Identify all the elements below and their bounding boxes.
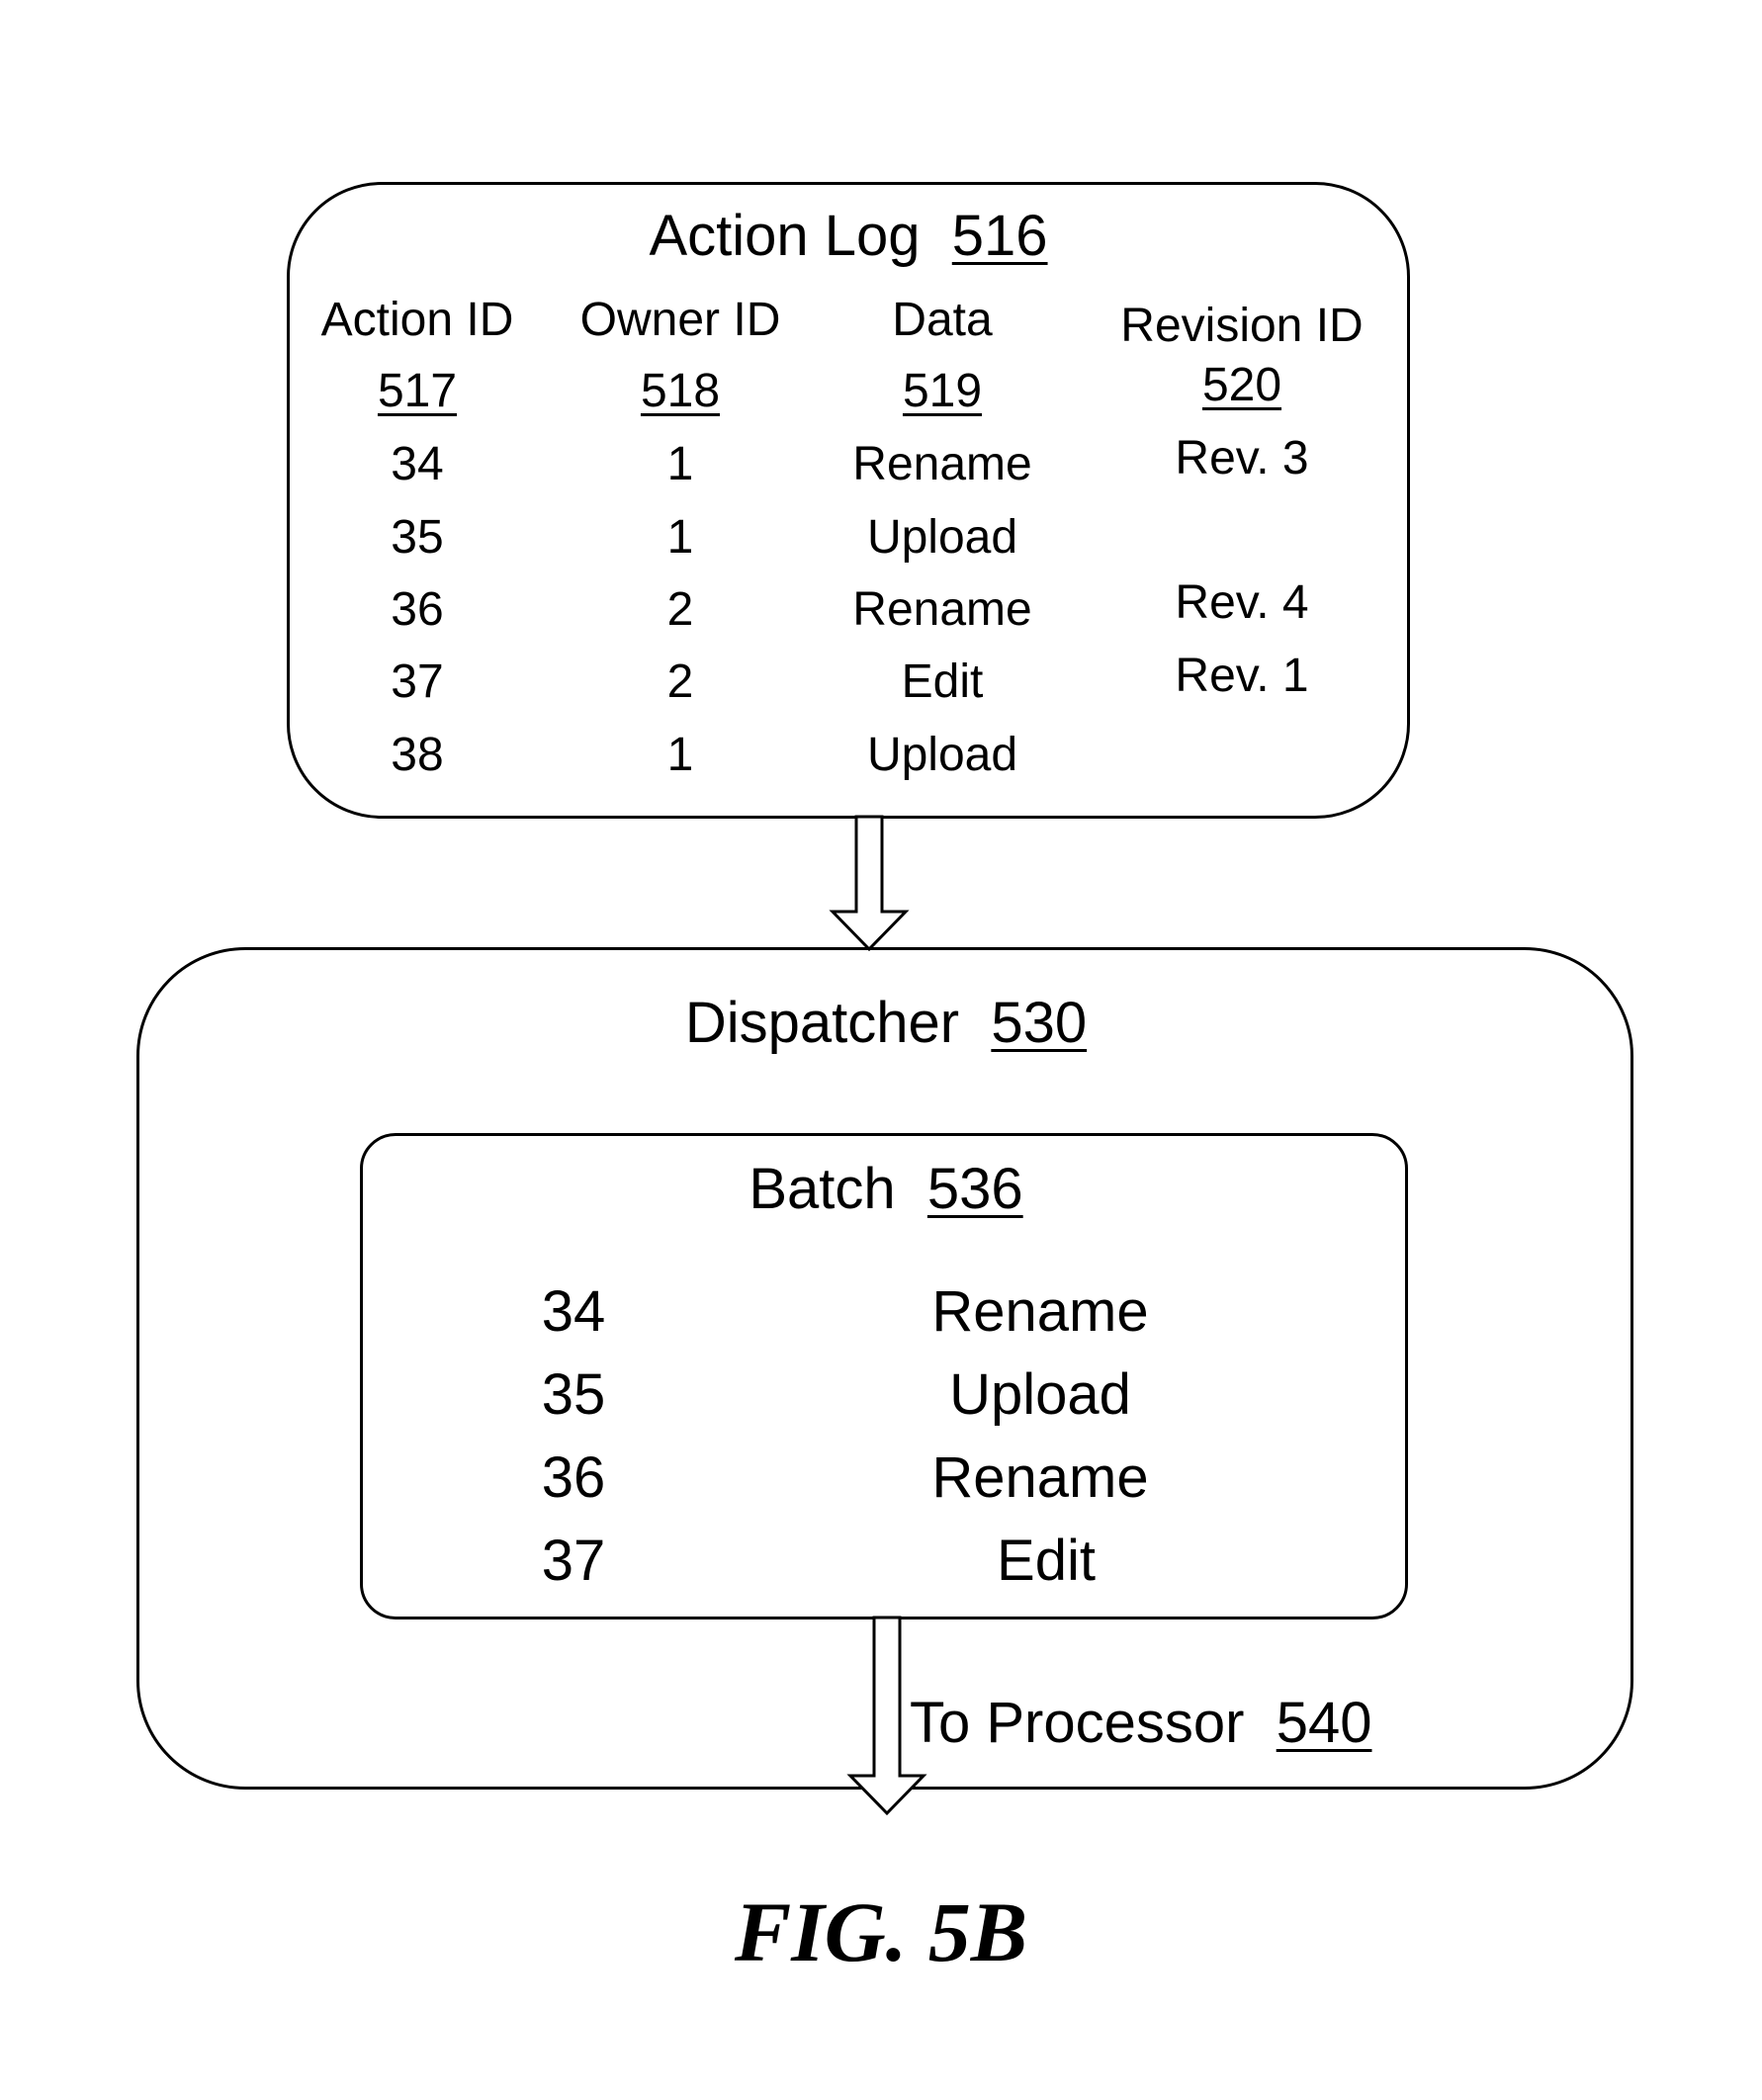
col-ref-owner-id: 518 bbox=[641, 368, 720, 415]
output-ref: 540 bbox=[1277, 1691, 1372, 1755]
action-log-ref: 516 bbox=[952, 204, 1048, 268]
dispatcher-title-text: Dispatcher bbox=[685, 991, 959, 1055]
output-label-text: To Processor bbox=[910, 1691, 1244, 1755]
col-header-action-id: Action ID bbox=[321, 297, 514, 344]
cell-action-id: 34 bbox=[391, 441, 443, 488]
cell-action-id: 38 bbox=[391, 732, 443, 779]
batch-cell-action-id: 37 bbox=[542, 1532, 606, 1590]
batch-cell-data: Edit bbox=[997, 1532, 1096, 1590]
cell-revision: Rev. 1 bbox=[1175, 653, 1308, 700]
batch-cell-data: Rename bbox=[931, 1283, 1148, 1341]
cell-revision: Rev. 4 bbox=[1175, 579, 1308, 627]
figure-label: FIG. 5B bbox=[735, 1882, 1027, 1981]
cell-owner-id: 1 bbox=[667, 732, 694, 779]
action-log-title-text: Action Log bbox=[649, 204, 920, 268]
col-header-data: Data bbox=[892, 297, 992, 344]
col-header-revision-id: Revision ID bbox=[1120, 303, 1363, 350]
cell-action-id: 35 bbox=[391, 514, 443, 562]
cell-action-id: 37 bbox=[391, 658, 443, 706]
cell-action-id: 36 bbox=[391, 586, 443, 634]
cell-owner-id: 1 bbox=[667, 441, 694, 488]
col-header-owner-id: Owner ID bbox=[580, 297, 781, 344]
cell-revision: Rev. 3 bbox=[1175, 435, 1308, 482]
dispatcher-ref: 530 bbox=[991, 991, 1087, 1055]
batch-cell-action-id: 34 bbox=[542, 1283, 606, 1341]
arrow-log-to-dispatcher bbox=[827, 817, 912, 953]
col-ref-data: 519 bbox=[903, 368, 982, 415]
col-ref-revision-id: 520 bbox=[1202, 362, 1281, 409]
col-ref-action-id: 517 bbox=[378, 368, 457, 415]
output-label: To Processor 540 bbox=[910, 1695, 1371, 1752]
cell-data: Upload bbox=[867, 514, 1017, 562]
cell-data: Rename bbox=[852, 441, 1031, 488]
cell-data: Upload bbox=[867, 732, 1017, 779]
cell-owner-id: 2 bbox=[667, 586, 694, 634]
cell-data: Rename bbox=[852, 586, 1031, 634]
batch-title-text: Batch bbox=[749, 1157, 895, 1221]
action-log-title: Action Log 516 bbox=[649, 208, 1047, 265]
cell-owner-id: 1 bbox=[667, 514, 694, 562]
batch-title: Batch 536 bbox=[749, 1161, 1022, 1218]
dispatcher-title: Dispatcher 530 bbox=[685, 995, 1087, 1052]
batch-cell-action-id: 35 bbox=[542, 1366, 606, 1424]
batch-cell-action-id: 36 bbox=[542, 1449, 606, 1507]
batch-ref: 536 bbox=[927, 1157, 1023, 1221]
batch-cell-data: Rename bbox=[931, 1449, 1148, 1507]
action-log-box bbox=[287, 182, 1410, 819]
cell-data: Edit bbox=[902, 658, 984, 706]
cell-owner-id: 2 bbox=[667, 658, 694, 706]
batch-cell-data: Upload bbox=[949, 1366, 1131, 1424]
